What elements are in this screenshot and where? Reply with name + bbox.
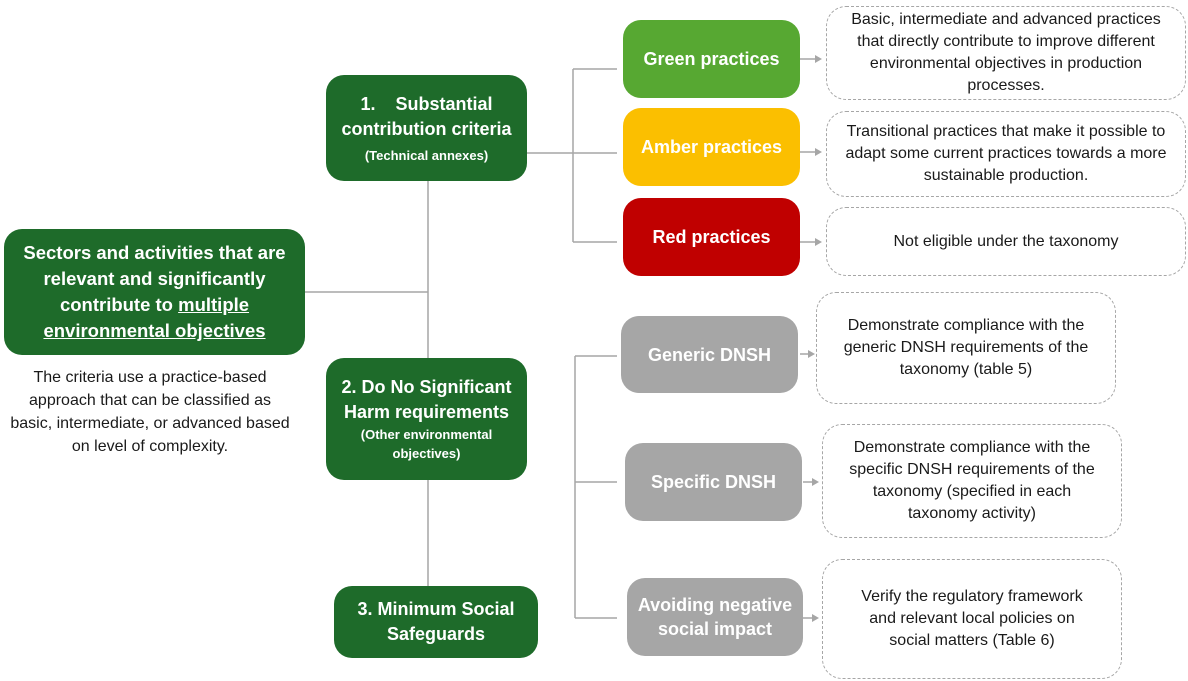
dnsh-title: 2. Do No Significant Harm requirements [341,377,512,422]
main-note: The criteria use a practice-based approa… [10,369,290,455]
amber-practices-description: Transitional practices that make it poss… [826,111,1186,197]
arrowhead-red [815,238,822,246]
arrowhead-amber [815,148,822,156]
main-box: Sectors and activities that are relevant… [4,229,305,355]
main-box-line-2: relevant and significantly [43,268,266,289]
main-box-line-1: Sectors and activities that are [23,242,286,263]
main-box-underlined-multiple: multiple [178,294,250,315]
substantial-contribution-box: 1. Substantial contribution criteria (Te… [326,75,527,181]
arrowhead-specific [812,478,819,486]
specific-dnsh-description: Demonstrate compliance with the specific… [822,424,1122,538]
specific-dnsh-label: Specific DNSH [650,472,777,492]
social-impact-box: Avoiding negative social impact [627,578,803,656]
generic-dnsh-box: Generic DNSH [621,316,798,393]
dnsh-box: 2. Do No Significant Harm requirements (… [326,358,527,480]
generic-dnsh-label: Generic DNSH [647,344,772,365]
social-safeguards-title: 3. Minimum Social Safeguards [357,599,515,644]
arrowhead-social [812,614,819,622]
main-box-line-3: contribute to multiple [60,292,249,318]
social-impact-description: Verify the regulatory framework and rele… [822,559,1122,679]
red-practices-label: Red practices [652,227,771,247]
amber-practices-label: Amber practices [640,137,783,157]
dnsh-subtitle: (Other environmental objectives) [360,427,493,461]
green-practices-description: Basic, intermediate and advanced practic… [826,6,1186,100]
social-safeguards-box: 3. Minimum Social Safeguards [334,586,538,658]
substantial-contribution-subtitle: (Technical annexes) [364,147,489,163]
arrowhead-generic [808,350,815,358]
social-impact-label: Avoiding negative social impact [637,595,793,639]
main-box-line-4: environmental objectives [43,318,265,344]
amber-practices-box: Amber practices [623,108,800,186]
red-practices-box: Red practices [623,198,800,276]
green-practices-box: Green practices [623,20,800,98]
main-box-underlined-objectives: environmental objectives [43,320,266,341]
generic-dnsh-description: Demonstrate compliance with the generic … [816,292,1116,404]
main-box-line-3-prefix: contribute to [59,294,179,315]
red-practices-description: Not eligible under the taxonomy [826,207,1186,276]
green-practices-label: Green practices [643,49,780,69]
specific-dnsh-box: Specific DNSH [625,443,802,521]
substantial-contribution-title: 1. Substantial contribution criteria [341,93,512,139]
arrowhead-green [815,55,822,63]
